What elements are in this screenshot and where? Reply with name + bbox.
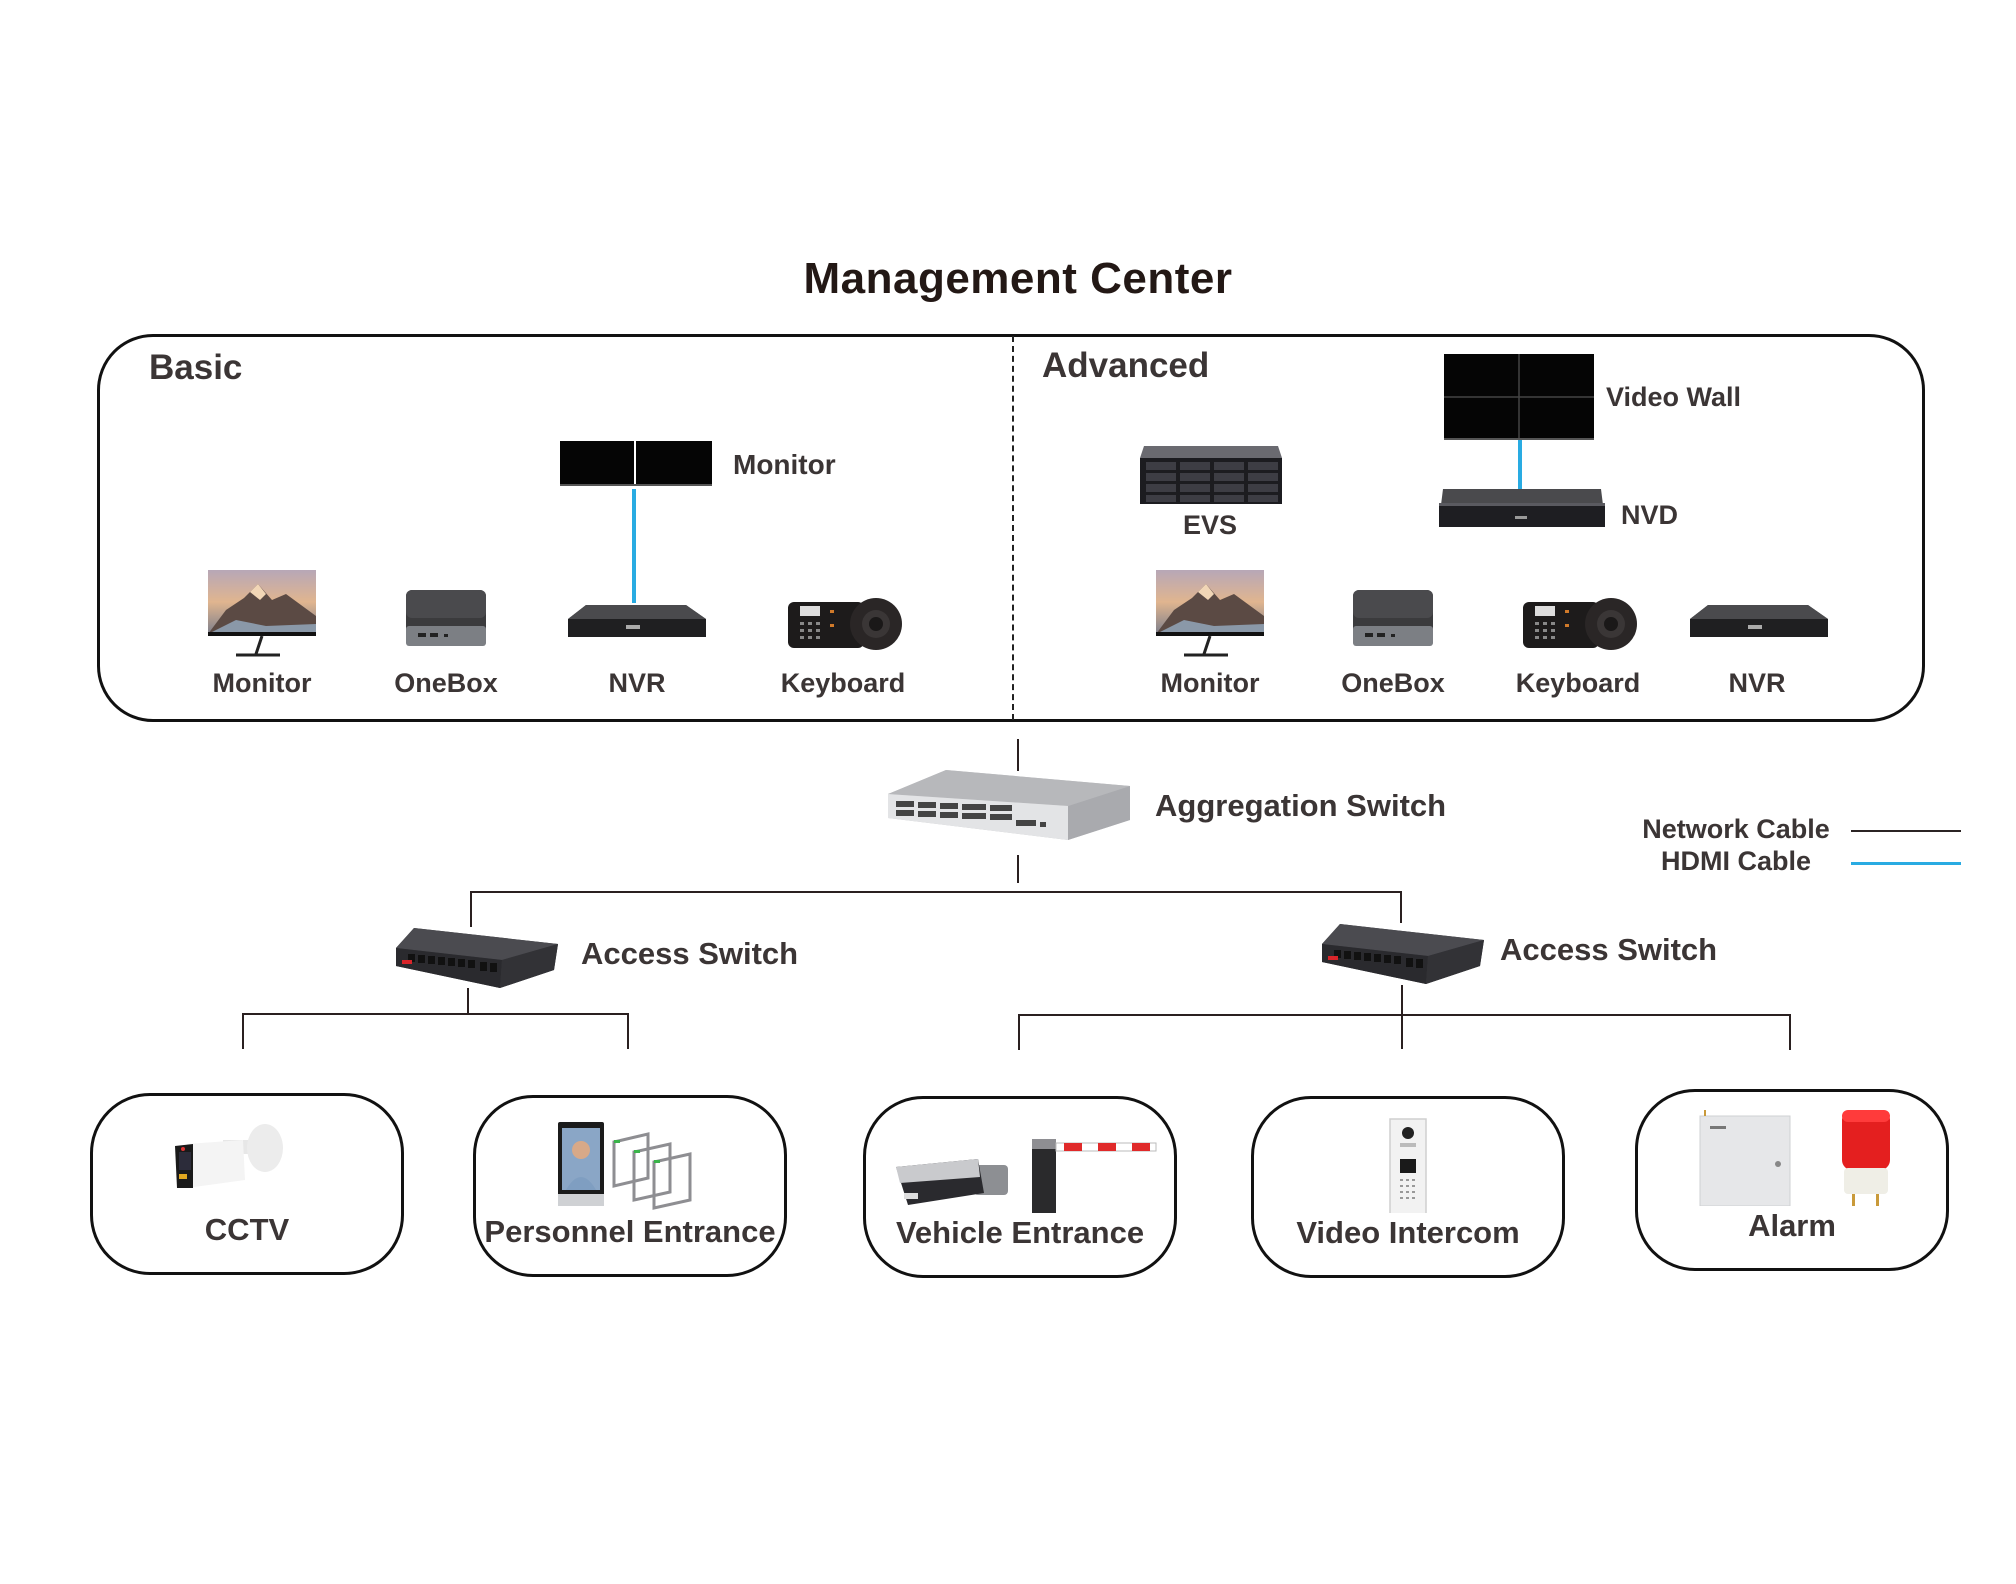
aggregation-switch-icon	[888, 770, 1130, 840]
nvr-icon	[568, 605, 706, 637]
advanced-keyboard-label: Keyboard	[1515, 668, 1641, 698]
diagram-title: Management Center	[803, 254, 1233, 303]
endpoint-alarm[interactable]: Alarm	[1635, 1089, 1949, 1271]
management-center-box	[97, 334, 1925, 722]
network-cable-access-2-down	[1401, 985, 1403, 1049]
network-cable-aggregation-down	[1017, 855, 1019, 883]
monitor-icon	[208, 570, 316, 657]
access-switch-2-label: Access Switch	[1500, 932, 1718, 967]
network-cable-right-bus	[1018, 1014, 1790, 1016]
endpoint-label: Vehicle Entrance	[895, 1215, 1145, 1250]
door-station-icon	[1389, 1118, 1427, 1213]
legend-hdmi-cable-label: HDMI Cable	[1660, 846, 1812, 876]
basic-hdmi-cable	[632, 489, 636, 603]
endpoint-label: Personnel Entrance	[484, 1214, 776, 1249]
network-cable-left-bus	[242, 1013, 628, 1015]
basic-display-label: Monitor	[733, 449, 836, 480]
access-switch-1-label: Access Switch	[581, 936, 799, 971]
nvd-label: NVD	[1621, 500, 1679, 530]
basic-section-label: Basic	[149, 348, 243, 387]
network-cable-center-to-aggregation	[1017, 739, 1019, 771]
keyboard-icon	[1523, 598, 1637, 650]
legend-network-cable-label: Network Cable	[1642, 814, 1830, 844]
network-cable-to-vehicle-entrance	[1018, 1014, 1020, 1050]
network-cable-to-personnel-entrance	[627, 1013, 629, 1049]
advanced-section-label: Advanced	[1042, 346, 1210, 385]
legend-network-cable-swatch	[1851, 830, 1961, 832]
endpoint-label: Alarm	[1748, 1208, 1836, 1243]
basic-onebox-label: OneBox	[394, 668, 498, 698]
endpoint-cctv[interactable]: CCTV	[90, 1093, 404, 1275]
access-switch-icon	[1322, 924, 1484, 984]
face-terminal-turnstile-icon	[558, 1122, 692, 1210]
network-cable-to-alarm	[1789, 1014, 1791, 1050]
basic-advanced-divider	[1012, 336, 1014, 720]
evs-storage-icon	[1140, 446, 1282, 504]
endpoint-vehicle-entrance[interactable]: Vehicle Entrance	[863, 1096, 1177, 1278]
endpoint-label: Video Intercom	[1296, 1215, 1520, 1250]
video-wall-icon	[1444, 354, 1594, 440]
endpoint-personnel-entrance[interactable]: Personnel Entrance	[473, 1095, 787, 1277]
basic-keyboard-label: Keyboard	[780, 668, 906, 698]
keyboard-icon	[788, 598, 902, 650]
endpoint-label: CCTV	[204, 1212, 290, 1247]
onebox-icon	[1353, 590, 1433, 646]
network-cable-distribution-bus	[470, 891, 1402, 893]
alarm-panel-siren-icon	[1699, 1110, 1890, 1206]
legend-hdmi-cable-swatch	[1851, 862, 1961, 865]
endpoint-video-intercom[interactable]: Video Intercom	[1251, 1096, 1565, 1278]
network-cable-to-cctv	[242, 1013, 244, 1049]
aggregation-switch-label: Aggregation Switch	[1155, 788, 1447, 823]
bullet-camera-icon	[175, 1124, 283, 1188]
advanced-monitor-label: Monitor	[1160, 668, 1260, 698]
network-cable-to-access-switch-2	[1400, 891, 1402, 923]
advanced-nvr-label: NVR	[1728, 668, 1786, 698]
access-switch-icon	[396, 928, 558, 988]
nvd-icon	[1439, 489, 1605, 527]
advanced-hdmi-cable	[1518, 440, 1522, 492]
basic-monitor-label: Monitor	[212, 668, 312, 698]
monitor-icon	[1156, 570, 1264, 657]
basic-nvr-label: NVR	[608, 668, 666, 698]
dual-monitor-display-icon	[560, 441, 712, 486]
network-cable-to-access-switch-1	[470, 891, 472, 927]
network-cable-access-1-down	[467, 988, 469, 1013]
onebox-icon	[406, 590, 486, 646]
anpr-camera-barrier-icon	[896, 1139, 1157, 1213]
evs-label: EVS	[1182, 510, 1238, 540]
advanced-onebox-label: OneBox	[1341, 668, 1445, 698]
nvr-icon	[1690, 605, 1828, 637]
video-wall-label: Video Wall	[1606, 382, 1742, 412]
